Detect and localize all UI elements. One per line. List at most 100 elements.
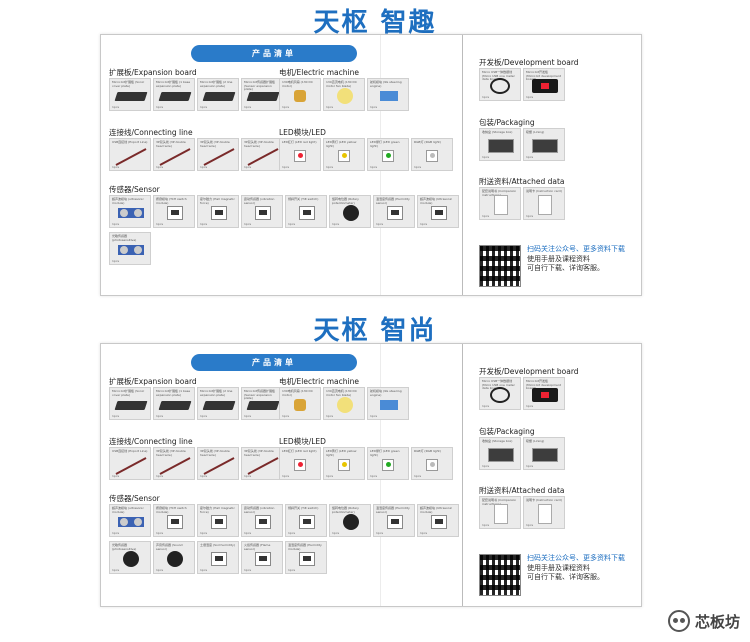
product-card-caption: USB连接线 (Export Line)	[112, 140, 148, 144]
section-connecting-title: 连接线/Connecting line	[109, 128, 193, 137]
product-card-qty: 1pcs	[288, 568, 296, 572]
product-card-qty: 1pcs	[200, 222, 208, 226]
product-card-caption: 温湿度传感器 (Humidity sensor)	[376, 197, 410, 205]
product-card-caption: 倾斜开关 (Tilt switch)	[288, 506, 319, 510]
product-image	[247, 457, 279, 475]
product-card: 配套说明书 (Companion instructions)1pcs	[479, 496, 521, 529]
product-card: 旋转电位器 (Rotary potentiometer)1pcs	[329, 504, 371, 537]
product-image	[134, 518, 142, 526]
qr-code[interactable]	[479, 554, 521, 596]
product-card-qty: 1pcs	[376, 222, 384, 226]
product-image	[488, 448, 514, 462]
product-image	[430, 462, 435, 467]
section-sensor-title: 传感器/Sensor	[109, 185, 160, 194]
product-card-caption: 收纳盒 (Storage box)	[482, 130, 513, 134]
product-image	[134, 246, 142, 254]
product-card: 说明卡 (Instruction card)1pcs	[523, 187, 565, 220]
product-image	[215, 556, 223, 561]
product-card-caption: 说明卡 (Instruction card)	[526, 498, 562, 502]
product-image	[134, 209, 142, 217]
product-image	[247, 148, 279, 166]
product-image	[118, 208, 144, 218]
product-card-qty: 1pcs	[482, 155, 490, 159]
product-card-caption: 3P双头线 (3P double head wire)	[156, 449, 186, 457]
product-card-caption: LED绿灯 (LED green light)	[370, 449, 400, 457]
product-card: 3P双头线 (3P double head wire)1pcs	[197, 447, 239, 480]
product-card: LED绿灯 (LED green light)1pcs	[367, 447, 409, 480]
qr-line-3: 可自行下载、详询客服。	[527, 264, 604, 272]
product-card-caption: 130电机风扇 (130 DC motor)	[282, 389, 313, 397]
product-card-caption: 3P双头线 (3P double head wire)	[156, 140, 186, 148]
product-card-qty: 1pcs	[156, 414, 164, 418]
product-card-caption: Micro:bit传感器扩展板 (Sensor expansion plate)	[244, 80, 275, 92]
product-card-qty: 1pcs	[526, 523, 534, 527]
product-card-caption: LED红灯 (LED red light)	[282, 140, 317, 144]
product-image	[298, 153, 303, 158]
watermark-text: 芯板坊	[694, 612, 740, 631]
product-card: RGB灯 (RGB light)1pcs	[411, 447, 453, 480]
qr-code[interactable]	[479, 245, 521, 287]
product-card-caption: Micro USB一体数据线 (Micro USB one meter data…	[482, 70, 515, 82]
section-electric-title: 电机/Electric machine	[279, 377, 359, 386]
qr-line-1: 扫码关注公众号、更多资料下载	[527, 245, 625, 253]
product-card-caption: 配套说明书 (Companion instructions)	[482, 189, 517, 197]
product-image	[259, 556, 267, 561]
product-card-qty: 1pcs	[420, 222, 428, 226]
product-card-qty: 1pcs	[112, 222, 120, 226]
product-card-caption: 按键模块 (TCH switch module)	[156, 506, 187, 514]
product-card-caption: 130直流电机 (130 DC motor fan blade)	[326, 80, 357, 88]
product-image	[259, 210, 267, 215]
product-card-qty: 1pcs	[414, 474, 422, 478]
product-card-caption: Micro:bit扩展板 (Sonic cover plate)	[112, 389, 145, 397]
product-card-caption: RGB灯 (RGB light)	[414, 140, 441, 144]
section-packaging-title: 包装/Packaging	[479, 427, 535, 436]
product-card-caption: 配套说明书 (Companion instructions)	[482, 498, 517, 506]
product-image	[343, 514, 359, 530]
product-card-caption: 舵机模块 (9G steering engine)	[370, 389, 402, 397]
product-list-booklet: 产品清单 扩展板/Expansion board Micro:bit扩展板 (S…	[100, 34, 642, 296]
product-image	[490, 387, 510, 403]
product-card-caption: 超声波模块 (ultrasonic module)	[112, 197, 144, 205]
product-card-caption: 3P双头线 (3P double head wire)	[200, 449, 230, 457]
product-card-qty: 1pcs	[288, 531, 296, 535]
product-card-caption: 倾斜开关 (Tilt switch)	[288, 197, 319, 201]
product-card: 按键模块 (TCH switch module)1pcs	[153, 504, 195, 537]
product-image	[123, 551, 139, 567]
product-image	[115, 457, 147, 475]
product-card: 光敏传感器 (photosensitive)1pcs	[109, 541, 151, 574]
product-card: 超声波模块 (Ultrasonic module)1pcs	[417, 195, 459, 228]
product-card-qty: 1pcs	[482, 95, 490, 99]
qr-caption: 扫码关注公众号、更多资料下载 使用手册及课程资料 可自行下载、详询客服。	[527, 245, 625, 274]
product-image	[246, 401, 280, 410]
qr-line-2: 使用手册及课程资料	[527, 254, 590, 263]
product-list-banner: 产品清单	[191, 354, 357, 371]
product-card: 130电机风扇 (130 DC motor)1pcs	[279, 78, 321, 111]
product-image	[343, 205, 359, 221]
product-image	[488, 139, 514, 153]
devboard-row: Micro USB一体数据线 (Micro USB one meter data…	[479, 68, 565, 101]
product-card: Micro:bit传感器扩展板 (Sensor expansion plate)…	[241, 78, 283, 111]
product-card-qty: 1pcs	[414, 165, 422, 169]
product-image	[159, 148, 191, 166]
product-card-qty: 1pcs	[200, 414, 208, 418]
product-card: LED黄灯 (LED yellow light)1pcs	[323, 138, 365, 171]
product-card-caption: 3P双头线 (3P double head wire)	[200, 140, 230, 148]
product-card-caption: LED黄灯 (LED yellow light)	[326, 140, 357, 148]
devboard-row: Micro USB一体数据线 (Micro USB one meter data…	[479, 377, 565, 410]
product-card-caption: 舵机模块 (9G steering engine)	[370, 80, 402, 88]
product-card-qty: 1pcs	[112, 414, 120, 418]
product-card: Micro USB一体数据线 (Micro USB one meter data…	[479, 377, 521, 410]
product-image	[430, 153, 435, 158]
product-image	[494, 504, 508, 524]
product-card: 倾斜开关 (Tilt switch) 1pcs	[285, 504, 327, 537]
product-card: 说明卡 (Instruction card) 1pcs	[523, 496, 565, 529]
product-card-caption: 130电机风扇 (130 DC motor)	[282, 80, 313, 88]
